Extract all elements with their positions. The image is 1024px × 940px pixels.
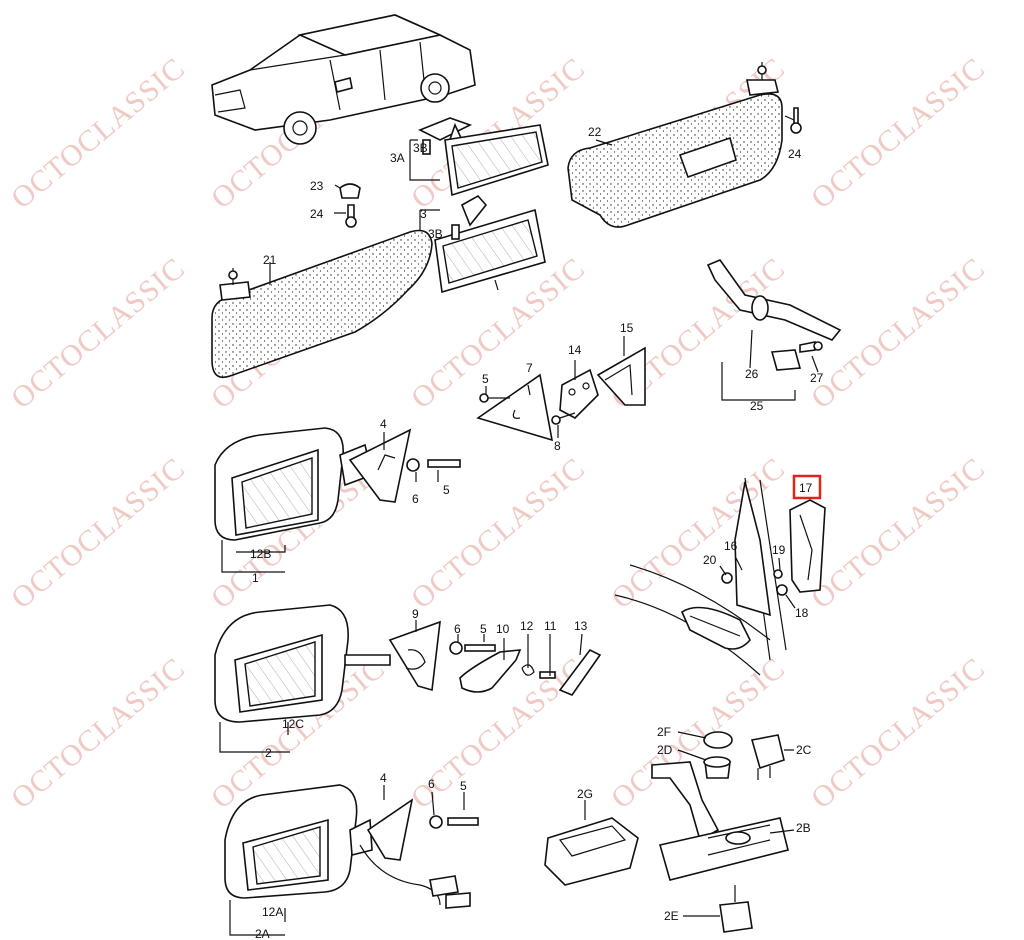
- label-4-top: 4: [380, 417, 387, 431]
- label-12C: 12C: [282, 717, 304, 731]
- label-5-mid: 5: [443, 483, 450, 497]
- label-20: 20: [703, 553, 717, 567]
- label-18: 18: [795, 606, 809, 620]
- label-15: 15: [620, 321, 634, 335]
- label-23: 23: [310, 179, 324, 193]
- label-2G: 2G: [577, 787, 593, 801]
- label-5-bottom: 5: [460, 779, 467, 793]
- label-2A: 2A: [255, 927, 270, 940]
- sun-visor-22: [567, 62, 802, 228]
- label-17: 17: [799, 481, 813, 495]
- label-2C: 2C: [796, 743, 812, 757]
- switch-console: [544, 731, 789, 933]
- label-10: 10: [496, 622, 510, 636]
- label-2D: 2D: [657, 743, 673, 757]
- label-3A: 3A: [390, 151, 405, 165]
- label-24-right: 24: [788, 147, 802, 161]
- label-6-mid: 6: [454, 622, 461, 636]
- label-19: 19: [772, 543, 786, 557]
- sun-visor-21: [211, 183, 433, 379]
- label-4-bottom: 4: [380, 771, 387, 785]
- label-2: 2: [265, 746, 272, 760]
- label-6-top: 6: [412, 492, 419, 506]
- label-5-top: 5: [482, 372, 489, 386]
- label-16: 16: [724, 539, 738, 553]
- label-12: 12: [520, 619, 534, 633]
- label-27: 27: [810, 371, 824, 385]
- label-12B: 12B: [250, 547, 271, 561]
- label-1: 1: [252, 571, 259, 585]
- mirror-covers: [476, 346, 646, 442]
- label-24-left: 24: [310, 207, 324, 221]
- label-3B-top: 3B: [413, 141, 428, 155]
- highlight-box-17: [792, 474, 822, 500]
- label-6-bottom: 6: [428, 777, 435, 791]
- label-3: 3: [420, 207, 427, 221]
- label-2B: 2B: [796, 821, 811, 835]
- label-14: 14: [568, 343, 582, 357]
- label-9: 9: [412, 607, 419, 621]
- interior-mirror-3: [419, 194, 546, 294]
- label-13: 13: [574, 619, 588, 633]
- interior-mirror-3A: [409, 117, 549, 197]
- label-2E: 2E: [664, 909, 679, 923]
- leader-lines: [269, 115, 819, 917]
- label-2F: 2F: [657, 725, 671, 739]
- door-trim-section: [614, 477, 826, 676]
- label-12A: 12A: [262, 905, 283, 919]
- label-7: 7: [526, 361, 533, 375]
- label-21: 21: [263, 253, 277, 267]
- bracket-25-26-27: [706, 259, 842, 401]
- exterior-mirror-2A: [224, 784, 479, 936]
- label-11: 11: [544, 619, 557, 633]
- label-8: 8: [554, 439, 561, 453]
- label-26: 26: [745, 367, 759, 381]
- car-illustration: [211, 14, 476, 145]
- label-5-lower: 5: [480, 622, 487, 636]
- exterior-mirror-2: [214, 604, 602, 753]
- part-labels: 22 24 3A 3B 23 24 3 3B 21 15 14 7 5 26 2…: [250, 125, 824, 940]
- label-25: 25: [750, 399, 764, 413]
- exterior-mirror-1: [214, 427, 461, 573]
- label-3B-bottom: 3B: [428, 227, 443, 241]
- label-22: 22: [588, 125, 602, 139]
